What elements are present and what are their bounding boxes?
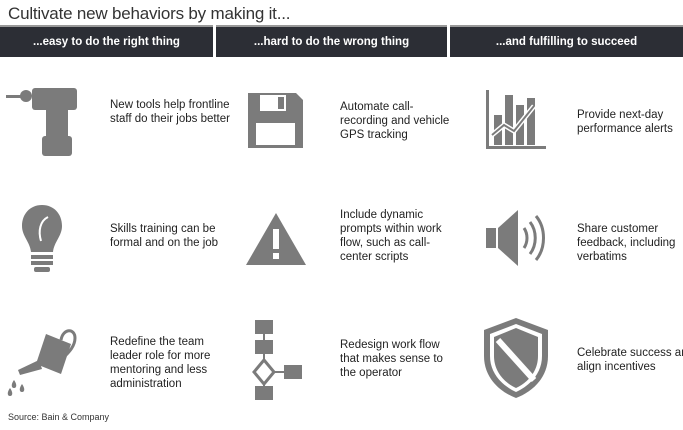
- flowchart-icon: [250, 320, 305, 405]
- lightbulb-icon: [22, 205, 62, 280]
- warning-icon: [246, 213, 306, 270]
- column-header-hard: ...hard to do the wrong thing: [216, 25, 447, 57]
- shield-icon: [484, 318, 548, 403]
- drill-icon: [6, 86, 81, 161]
- bar-chart-icon: [486, 90, 546, 155]
- item-text: Provide next-day performance alerts: [577, 109, 673, 135]
- item-text: Celebrate success and align incentives: [577, 347, 683, 373]
- column-header-fulfilling: ...and fulfilling to succeed: [450, 25, 683, 57]
- item-text: Redefine the team leader role for more m…: [110, 336, 211, 390]
- column-header-easy: ...easy to do the right thing: [0, 25, 213, 57]
- item-text: Skills training can be formal and on the…: [110, 223, 219, 249]
- source-note: Source: Bain & Company: [8, 412, 110, 422]
- item-text: New tools help frontline staff do their …: [110, 99, 230, 125]
- speaker-icon: [486, 210, 546, 271]
- watering-can-icon: [6, 322, 81, 402]
- floppy-disk-icon: [248, 93, 303, 153]
- page-title: Cultivate new behaviors by making it...: [8, 4, 291, 23]
- item-text: Share customer feedback, including verba…: [577, 223, 676, 263]
- item-text: Include dynamic prompts within work flow…: [340, 209, 442, 263]
- item-text: Redesign work flow that makes sense to t…: [340, 339, 443, 379]
- item-text: Automate call-recording and vehicle GPS …: [340, 101, 450, 141]
